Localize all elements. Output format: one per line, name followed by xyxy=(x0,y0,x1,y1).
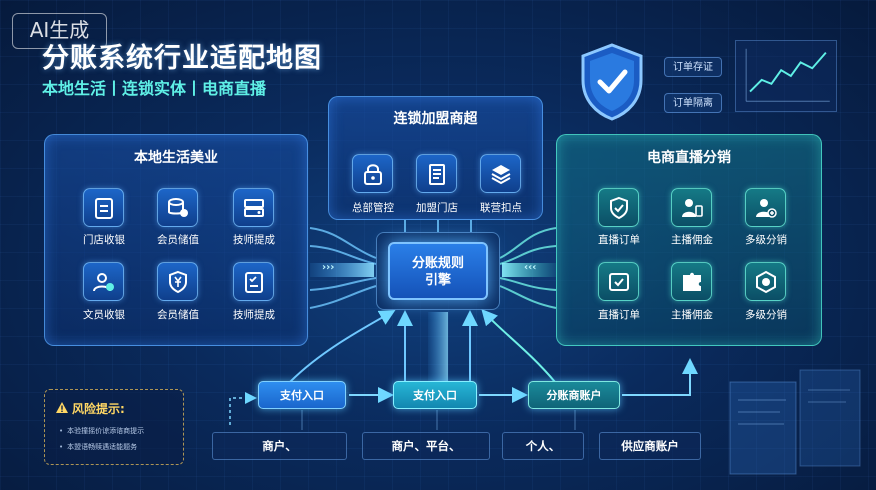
panel-item-joint-commission[interactable] xyxy=(480,154,521,193)
page-subtitle: 本地生活丨连锁实体丨电商直播 xyxy=(42,79,267,98)
panel-item-live-order-2[interactable] xyxy=(598,262,639,301)
item-label: 总部管控 xyxy=(352,202,394,214)
checklist-icon xyxy=(245,272,263,293)
item-label: 会员储值 xyxy=(157,309,199,321)
hexagon-gear-icon xyxy=(756,270,776,294)
panel-item-technician-commission[interactable] xyxy=(233,188,274,227)
panel-item-franchise-store[interactable] xyxy=(416,154,457,193)
risk-warning-panel: 风险提示: 本验撞摇价谅添谘商提示 本盟语畅赎遇适能题务 xyxy=(44,389,184,465)
user-plus-icon xyxy=(756,199,777,218)
flow-step-payment-entry-2[interactable]: 支付入口 xyxy=(393,381,477,409)
item-label: 主播佣金 xyxy=(671,309,713,321)
ai-generated-badge: AI生成 xyxy=(12,13,107,49)
item-label: 主播佣金 xyxy=(671,234,713,246)
panel-item-multilevel-distribution-2[interactable] xyxy=(745,262,786,301)
bottom-box-supplier-account: 供应商账户 xyxy=(599,432,701,460)
chevron-left-indicator: ‹‹‹ xyxy=(524,262,537,273)
warning-icon xyxy=(56,402,68,413)
page-title: 分账系统行业适配地图 xyxy=(42,43,322,74)
tag-order-evidence: 订单存证 xyxy=(664,57,722,77)
shield-check-icon xyxy=(581,43,643,121)
item-label: 多级分销 xyxy=(745,309,787,321)
engine-title-line2: 引擎 xyxy=(424,273,451,288)
panel-item-member-deposit-2[interactable] xyxy=(157,262,198,301)
person-card-icon xyxy=(682,199,703,217)
item-label: 加盟门店 xyxy=(416,202,458,214)
panel-item-streamer-commission-2[interactable] xyxy=(671,262,712,301)
item-label: 门店收银 xyxy=(83,234,125,246)
panel-item-multilevel-distribution[interactable] xyxy=(745,188,786,227)
tag-order-isolation: 订单隔离 xyxy=(664,93,722,113)
item-label: 直播订单 xyxy=(598,309,640,321)
item-label: 多级分销 xyxy=(745,234,787,246)
chevron-right-indicator: ››› xyxy=(322,262,335,273)
receipt-check-icon xyxy=(609,273,629,291)
puzzle-icon xyxy=(683,272,701,291)
flow-step-payment-entry[interactable]: 支付入口 xyxy=(258,381,346,409)
panel-item-member-deposit[interactable] xyxy=(157,188,198,227)
risk-title: 风险提示: xyxy=(72,402,125,416)
bottom-box-merchant: 商户、 xyxy=(212,432,347,460)
item-label: 技师提成 xyxy=(233,234,275,246)
panel-item-technician-commission-2[interactable] xyxy=(233,262,274,301)
server-icon xyxy=(244,199,264,217)
coin-stack-icon xyxy=(168,198,188,217)
item-label: 技师提成 xyxy=(233,309,275,321)
layers-icon xyxy=(491,165,511,185)
panel-item-streamer-commission[interactable] xyxy=(671,188,712,227)
panel-item-hq-control[interactable] xyxy=(352,154,393,193)
flow-step-split-merchant-account[interactable]: 分账商账户 xyxy=(528,381,620,409)
panel-local-life-beauty: 本地生活美业 门店收银 会员储值 技师提成 文员收银 xyxy=(44,134,308,346)
user-badge-icon xyxy=(93,273,114,292)
panel-ecommerce-live: 电商直播分销 直播订单 主播佣金 多级分销 直播订单 xyxy=(556,134,822,346)
split-rule-engine[interactable]: 分账规则 引擎 xyxy=(388,242,488,300)
panel-title: 连锁加盟商超 xyxy=(393,111,478,127)
item-label: 联营扣点 xyxy=(480,202,522,214)
document-icon xyxy=(429,164,445,185)
panel-item-live-order[interactable] xyxy=(598,188,639,227)
panel-title: 电商直播分销 xyxy=(647,150,731,166)
clipboard-icon xyxy=(95,198,113,219)
item-label: 会员储值 xyxy=(157,234,199,246)
item-label: 文员收银 xyxy=(83,309,125,321)
risk-line: 本验撞摇价谅添谘商提示 xyxy=(59,426,144,436)
panel-chain-franchise: 连锁加盟商超 总部管控 加盟门店 联营扣点 xyxy=(328,96,543,220)
panel-item-store-cashier[interactable] xyxy=(83,188,124,227)
risk-line: 本盟语畅赎遇适能题务 xyxy=(59,442,137,452)
item-label: 直播订单 xyxy=(598,234,640,246)
bottom-box-individual: 个人、 xyxy=(502,432,584,460)
engine-title-line1: 分账规则 xyxy=(411,256,464,271)
panel-title: 本地生活美业 xyxy=(134,150,218,166)
lock-icon xyxy=(364,164,382,185)
panel-item-clerk-cashier[interactable] xyxy=(83,262,124,301)
bottom-box-merchant-platform: 商户、平台、 xyxy=(362,432,490,460)
trend-chart-icon xyxy=(735,40,837,112)
shield-check-icon xyxy=(610,196,628,220)
yen-shield-icon xyxy=(169,270,187,294)
